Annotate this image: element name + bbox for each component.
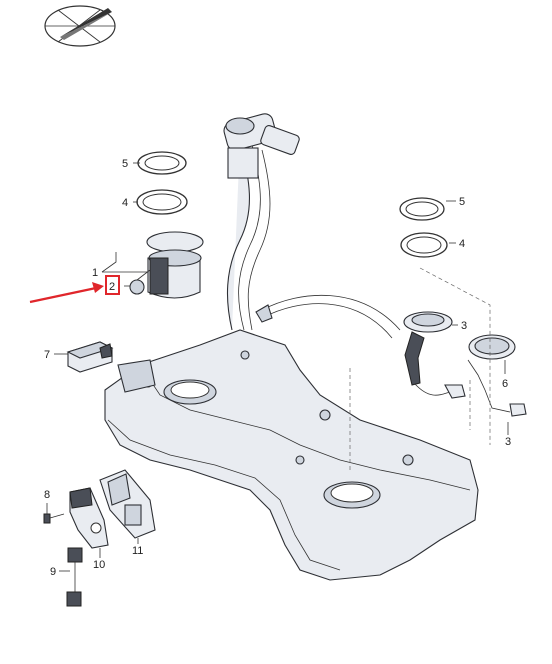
callout-3-lower: 3 <box>505 436 511 448</box>
callout-2: 2 <box>109 281 115 293</box>
construction-lines <box>349 267 491 470</box>
fuel-pump-left <box>129 231 204 299</box>
locking-ring-right-5 <box>399 197 445 221</box>
cover-flange-6 <box>468 334 516 360</box>
filler-neck-pipe <box>223 113 300 331</box>
callout-5-left: 5 <box>122 158 128 170</box>
pointer-arrow <box>29 282 104 304</box>
callout-3-upper: 3 <box>461 320 467 332</box>
mounting-plate-11 <box>99 469 156 539</box>
fuel-lines <box>255 294 401 339</box>
callout-5-right: 5 <box>459 196 465 208</box>
callout-9: 9 <box>50 566 56 578</box>
seal-ring-left-4 <box>136 189 188 215</box>
seal-ring-right-4 <box>400 232 448 258</box>
callout-11: 11 <box>132 545 143 557</box>
callout-4-left: 4 <box>122 197 128 209</box>
callout-8: 8 <box>44 489 50 501</box>
bolt-8 <box>43 513 65 524</box>
callout-4-right: 4 <box>459 238 465 250</box>
bracket-10 <box>69 487 109 549</box>
pencil-logo-icon <box>44 5 116 47</box>
leader-lines <box>46 162 509 572</box>
locking-ring-left-5 <box>137 151 187 175</box>
callout-6: 6 <box>502 378 508 390</box>
callout-10: 10 <box>93 559 105 571</box>
wiring-harness-9 <box>66 547 83 607</box>
control-unit-7 <box>66 341 114 373</box>
level-sender-wire <box>467 359 527 417</box>
level-sender-right <box>403 311 466 399</box>
highlight-box <box>105 275 120 295</box>
callout-7: 7 <box>44 349 50 361</box>
callout-1: 1 <box>92 267 98 279</box>
fuel-tank <box>104 329 479 581</box>
